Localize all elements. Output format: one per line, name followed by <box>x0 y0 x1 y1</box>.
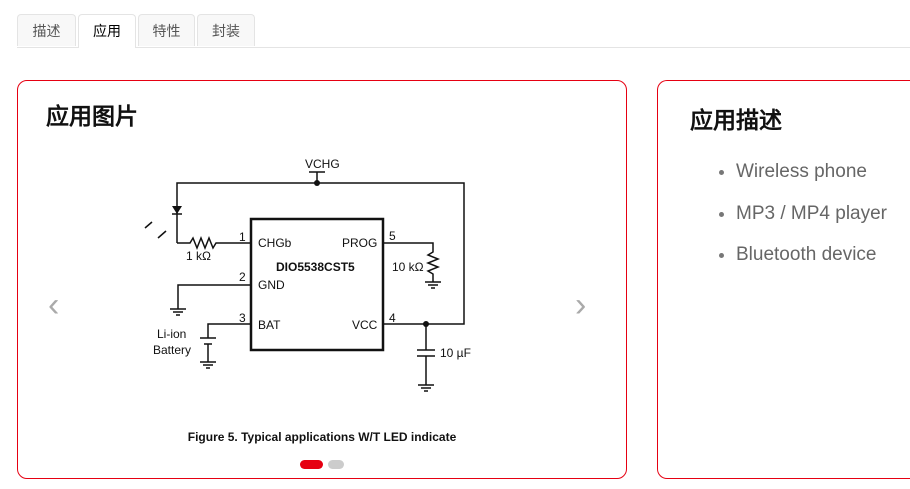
list-item: Wireless phone <box>736 150 910 192</box>
figure-caption: Figure 5. Typical applications W/T LED i… <box>187 430 457 444</box>
description-title: 应用描述 <box>690 107 782 133</box>
tab-application[interactable]: 应用 <box>78 14 136 48</box>
pin-4: 4 <box>389 311 396 325</box>
list-item: MP3 / MP4 player <box>736 192 910 234</box>
tab-bar: 描述 应用 特性 封装 <box>17 14 910 48</box>
capacitor-label: 10 µF <box>440 346 471 360</box>
application-description-panel <box>657 80 910 479</box>
pin-2: 2 <box>239 270 246 284</box>
pin-5: 5 <box>389 229 396 243</box>
chgb-label: CHGb <box>258 236 292 250</box>
list-item: Bluetooth device <box>736 233 910 275</box>
chip-label: DIO5538CST5 <box>276 260 355 274</box>
vchg-label: VCHG <box>305 157 340 171</box>
resistor-1k-label: 1 kΩ <box>186 249 211 263</box>
application-image-panel <box>17 80 627 479</box>
battery-label-2: Battery <box>153 343 191 357</box>
pin-3: 3 <box>239 311 246 325</box>
slide-dot-1[interactable] <box>300 460 323 469</box>
vcc-label: VCC <box>352 318 378 332</box>
gnd-label: GND <box>258 278 285 292</box>
battery-label-1: Li-ion <box>157 327 186 341</box>
bat-label: BAT <box>258 318 281 332</box>
panel-title: 应用图片 <box>46 103 138 129</box>
prev-slide-arrow-icon[interactable]: ‹ <box>48 286 60 324</box>
next-slide-arrow-icon[interactable]: › <box>575 286 587 324</box>
slide-dot-2[interactable] <box>328 460 344 469</box>
circuit-schematic: VCHG DIO5538CST5 1 2 3 4 5 CHGb GND BAT … <box>144 157 471 392</box>
pin-1: 1 <box>239 230 246 244</box>
tab-features[interactable]: 特性 <box>138 14 195 46</box>
prog-label: PROG <box>342 236 377 250</box>
tab-description[interactable]: 描述 <box>17 14 76 46</box>
resistor-10k-label: 10 kΩ <box>392 260 424 274</box>
application-list: Wireless phone MP3 / MP4 player Bluetoot… <box>696 150 910 275</box>
tab-package[interactable]: 封装 <box>197 14 255 46</box>
